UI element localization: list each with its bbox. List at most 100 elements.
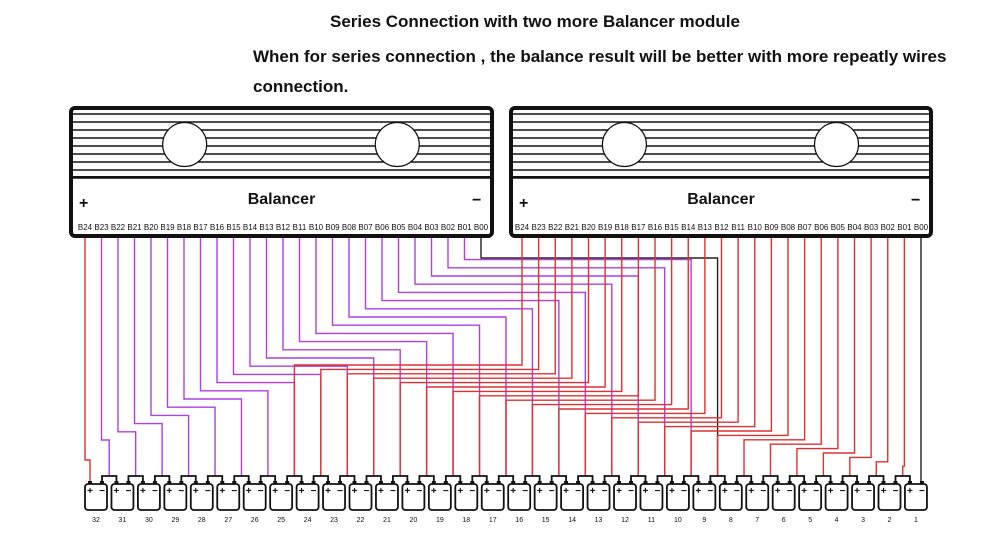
wire-right-b05 <box>796 238 839 476</box>
cell-plus-sign: + <box>299 486 305 497</box>
series-link <box>418 475 435 482</box>
diagram-title: Series Connection with two more Balancer… <box>330 12 740 31</box>
cell-number-label: 30 <box>145 517 153 524</box>
wire-right-b07 <box>743 238 806 476</box>
series-link <box>683 475 700 482</box>
battery-cells: +−32+−31+−30+−29+−28+−27+−26+−25+−24+−23… <box>84 475 928 524</box>
cell-number-label: 15 <box>542 517 550 524</box>
cell-plus-sign: + <box>193 486 199 497</box>
wire-right-b14 <box>558 238 689 476</box>
battery-cell-28: +−28 <box>189 475 224 524</box>
cell-plus-sign: + <box>537 486 543 497</box>
cell-number-label: 32 <box>92 517 100 524</box>
pin-label-b05: B05 <box>391 223 406 232</box>
cell-minus-sign: − <box>469 486 475 497</box>
cell-plus-sign: + <box>669 486 675 497</box>
cell-number-label: 26 <box>251 517 259 524</box>
cell-number-label: 17 <box>489 517 497 524</box>
pin-label-b08: B08 <box>342 223 357 232</box>
fan-circle <box>374 121 420 168</box>
battery-cell-18: +− 18 <box>454 475 488 524</box>
series-link <box>735 475 753 482</box>
heatsink-fins <box>71 113 492 179</box>
pin-label-b05: B05 <box>831 223 846 232</box>
battery-cell-2: +−2 <box>877 475 911 524</box>
wire-right-b21 <box>373 238 573 476</box>
cell-minus-sign: − <box>337 486 343 497</box>
cell-minus-sign: − <box>522 486 528 497</box>
pin-label-b09: B09 <box>325 223 340 232</box>
balancer-body <box>69 106 494 238</box>
series-link <box>630 475 647 482</box>
cell-plus-sign: + <box>87 486 93 497</box>
wire-right-b24 <box>293 238 523 476</box>
battery-cell-7: +−7 <box>745 475 779 524</box>
cell-plus-sign: + <box>590 486 596 497</box>
pin-label-b15: B15 <box>226 223 241 232</box>
wire-right-b20 <box>399 238 590 476</box>
pin-label-b24: B24 <box>515 223 530 232</box>
pin-label-b24: B24 <box>78 223 93 232</box>
cell-number-label: 8 <box>729 517 733 524</box>
cell-number-label: 1 <box>914 517 918 524</box>
cell-number-label: 25 <box>277 517 285 524</box>
wire-right-b06 <box>769 238 822 476</box>
cell-plus-sign: + <box>219 486 225 497</box>
pin-label-b11: B11 <box>293 223 307 232</box>
battery-cell-11: +−11 <box>639 475 673 524</box>
cell-plus-sign: + <box>643 486 649 497</box>
negative-terminal-label: − <box>472 192 481 209</box>
cell-plus-sign: + <box>457 486 463 497</box>
cell-minus-sign: − <box>840 486 846 497</box>
series-link <box>365 475 382 482</box>
wire-right-b11 <box>637 238 739 476</box>
pin-label-b04: B04 <box>847 223 862 232</box>
pin-label-b23: B23 <box>532 223 547 232</box>
series-link <box>339 475 356 482</box>
series-link <box>762 475 779 482</box>
pin-label-b02: B02 <box>441 223 456 232</box>
pin-label-b11: B11 <box>731 223 745 232</box>
battery-cell-22: +−22 <box>348 475 382 524</box>
negative-terminal-label: − <box>911 192 920 209</box>
cell-plus-sign: + <box>510 486 516 497</box>
cell-plus-sign: + <box>616 486 622 497</box>
pin-label-b02: B02 <box>881 223 896 232</box>
pin-label-b06: B06 <box>375 223 390 232</box>
cell-number-label: 29 <box>171 517 179 524</box>
series-link <box>815 475 832 482</box>
wire-right-b09 <box>690 238 773 476</box>
diagram-subtitle: When for series connection , the balance… <box>253 47 947 96</box>
cell-minus-sign: − <box>707 486 713 497</box>
pin-label-b13: B13 <box>698 223 713 232</box>
cell-plus-sign: + <box>140 486 146 497</box>
pin-label-b00: B00 <box>474 223 489 232</box>
wire-left-b22 <box>117 238 137 476</box>
pin-label-b23: B23 <box>94 223 109 232</box>
pin-label-b20: B20 <box>144 223 159 232</box>
battery-cell-5: +−5 <box>798 475 832 524</box>
cell-number-label: 18 <box>462 517 470 524</box>
series-link <box>312 475 329 482</box>
battery-cell-24: +−24 <box>295 475 329 524</box>
battery-cell-4: +−4 <box>824 475 858 524</box>
battery-cell-3: +−3 <box>851 475 885 524</box>
battery-cell-26: +−26 <box>242 475 277 524</box>
cell-number-label: 12 <box>621 517 629 524</box>
cell-plus-sign: + <box>431 486 437 497</box>
cell-minus-sign: − <box>602 486 608 497</box>
cell-plus-sign: + <box>775 486 781 497</box>
battery-cell-20: +−20 <box>401 475 435 524</box>
cell-number-label: 13 <box>595 517 603 524</box>
pin-label-b03: B03 <box>864 223 879 232</box>
battery-cell-10: +−10 <box>666 475 700 524</box>
cell-plus-sign: + <box>272 486 278 497</box>
pin-label-b10: B10 <box>309 223 324 232</box>
wire-left-b11 <box>298 238 428 476</box>
cell-number-label: 4 <box>835 517 839 524</box>
wire-right-b12 <box>611 238 723 476</box>
wire-left-b02 <box>447 238 666 476</box>
battery-cell-12: +−12 <box>613 475 647 524</box>
cell-number-label: 11 <box>648 517 655 524</box>
cell-plus-sign: + <box>801 486 807 497</box>
